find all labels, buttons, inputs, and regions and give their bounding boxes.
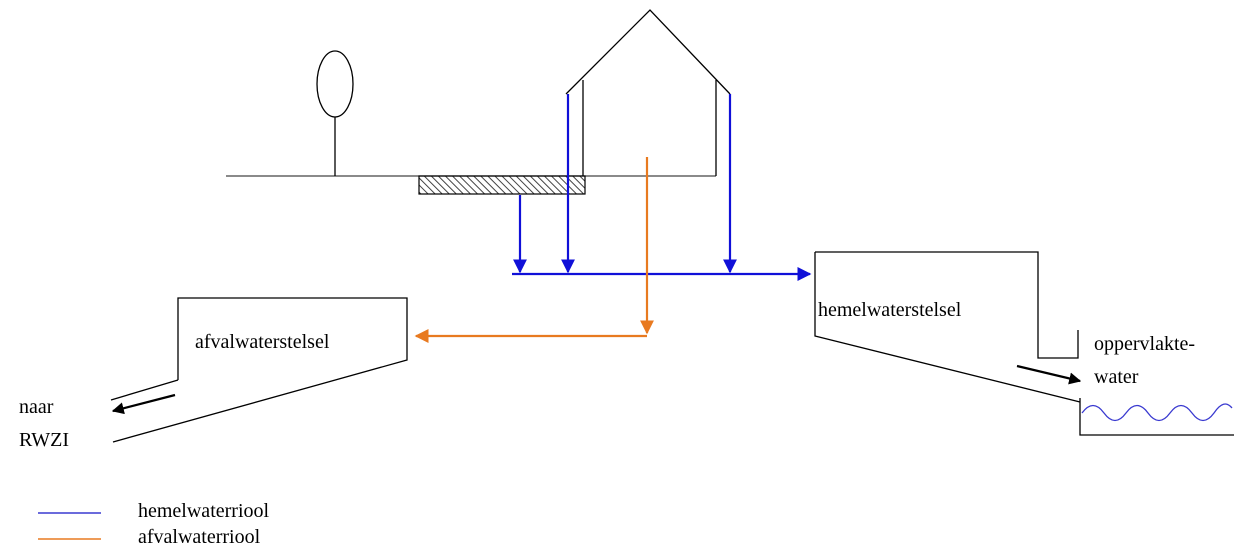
tree-icon xyxy=(316,50,354,176)
outflow-surface-water-arrow xyxy=(1016,364,1082,385)
surface-water-label-line2: water xyxy=(1094,366,1139,388)
paved-surface-icon xyxy=(418,175,586,195)
legend-label-stormwater: hemelwaterriool xyxy=(138,500,269,522)
stormwater-pipes xyxy=(512,94,812,281)
surface-water-label-line1: oppervlakte- xyxy=(1094,333,1195,355)
rwzi-label-line2: RWZI xyxy=(19,429,69,451)
surface-water-basin: oppervlakte- water xyxy=(1079,333,1234,436)
outflow-rwzi-arrow xyxy=(111,393,176,415)
wastewater-system-label: afvalwaterstelsel xyxy=(195,331,330,353)
wastewater-system: afvalwaterstelsel xyxy=(110,297,408,443)
stormwater-system: hemelwaterstelsel xyxy=(814,251,1081,403)
legend-label-wastewater: afvalwaterriool xyxy=(138,526,261,548)
legend: hemelwaterriool afvalwaterriool xyxy=(38,500,269,548)
house-icon xyxy=(565,9,731,176)
surface-water-wave-icon xyxy=(1081,403,1233,422)
stormwater-system-label: hemelwaterstelsel xyxy=(818,299,962,321)
rwzi-label-line1: naar xyxy=(19,396,54,418)
wastewater-pipes xyxy=(414,157,654,343)
